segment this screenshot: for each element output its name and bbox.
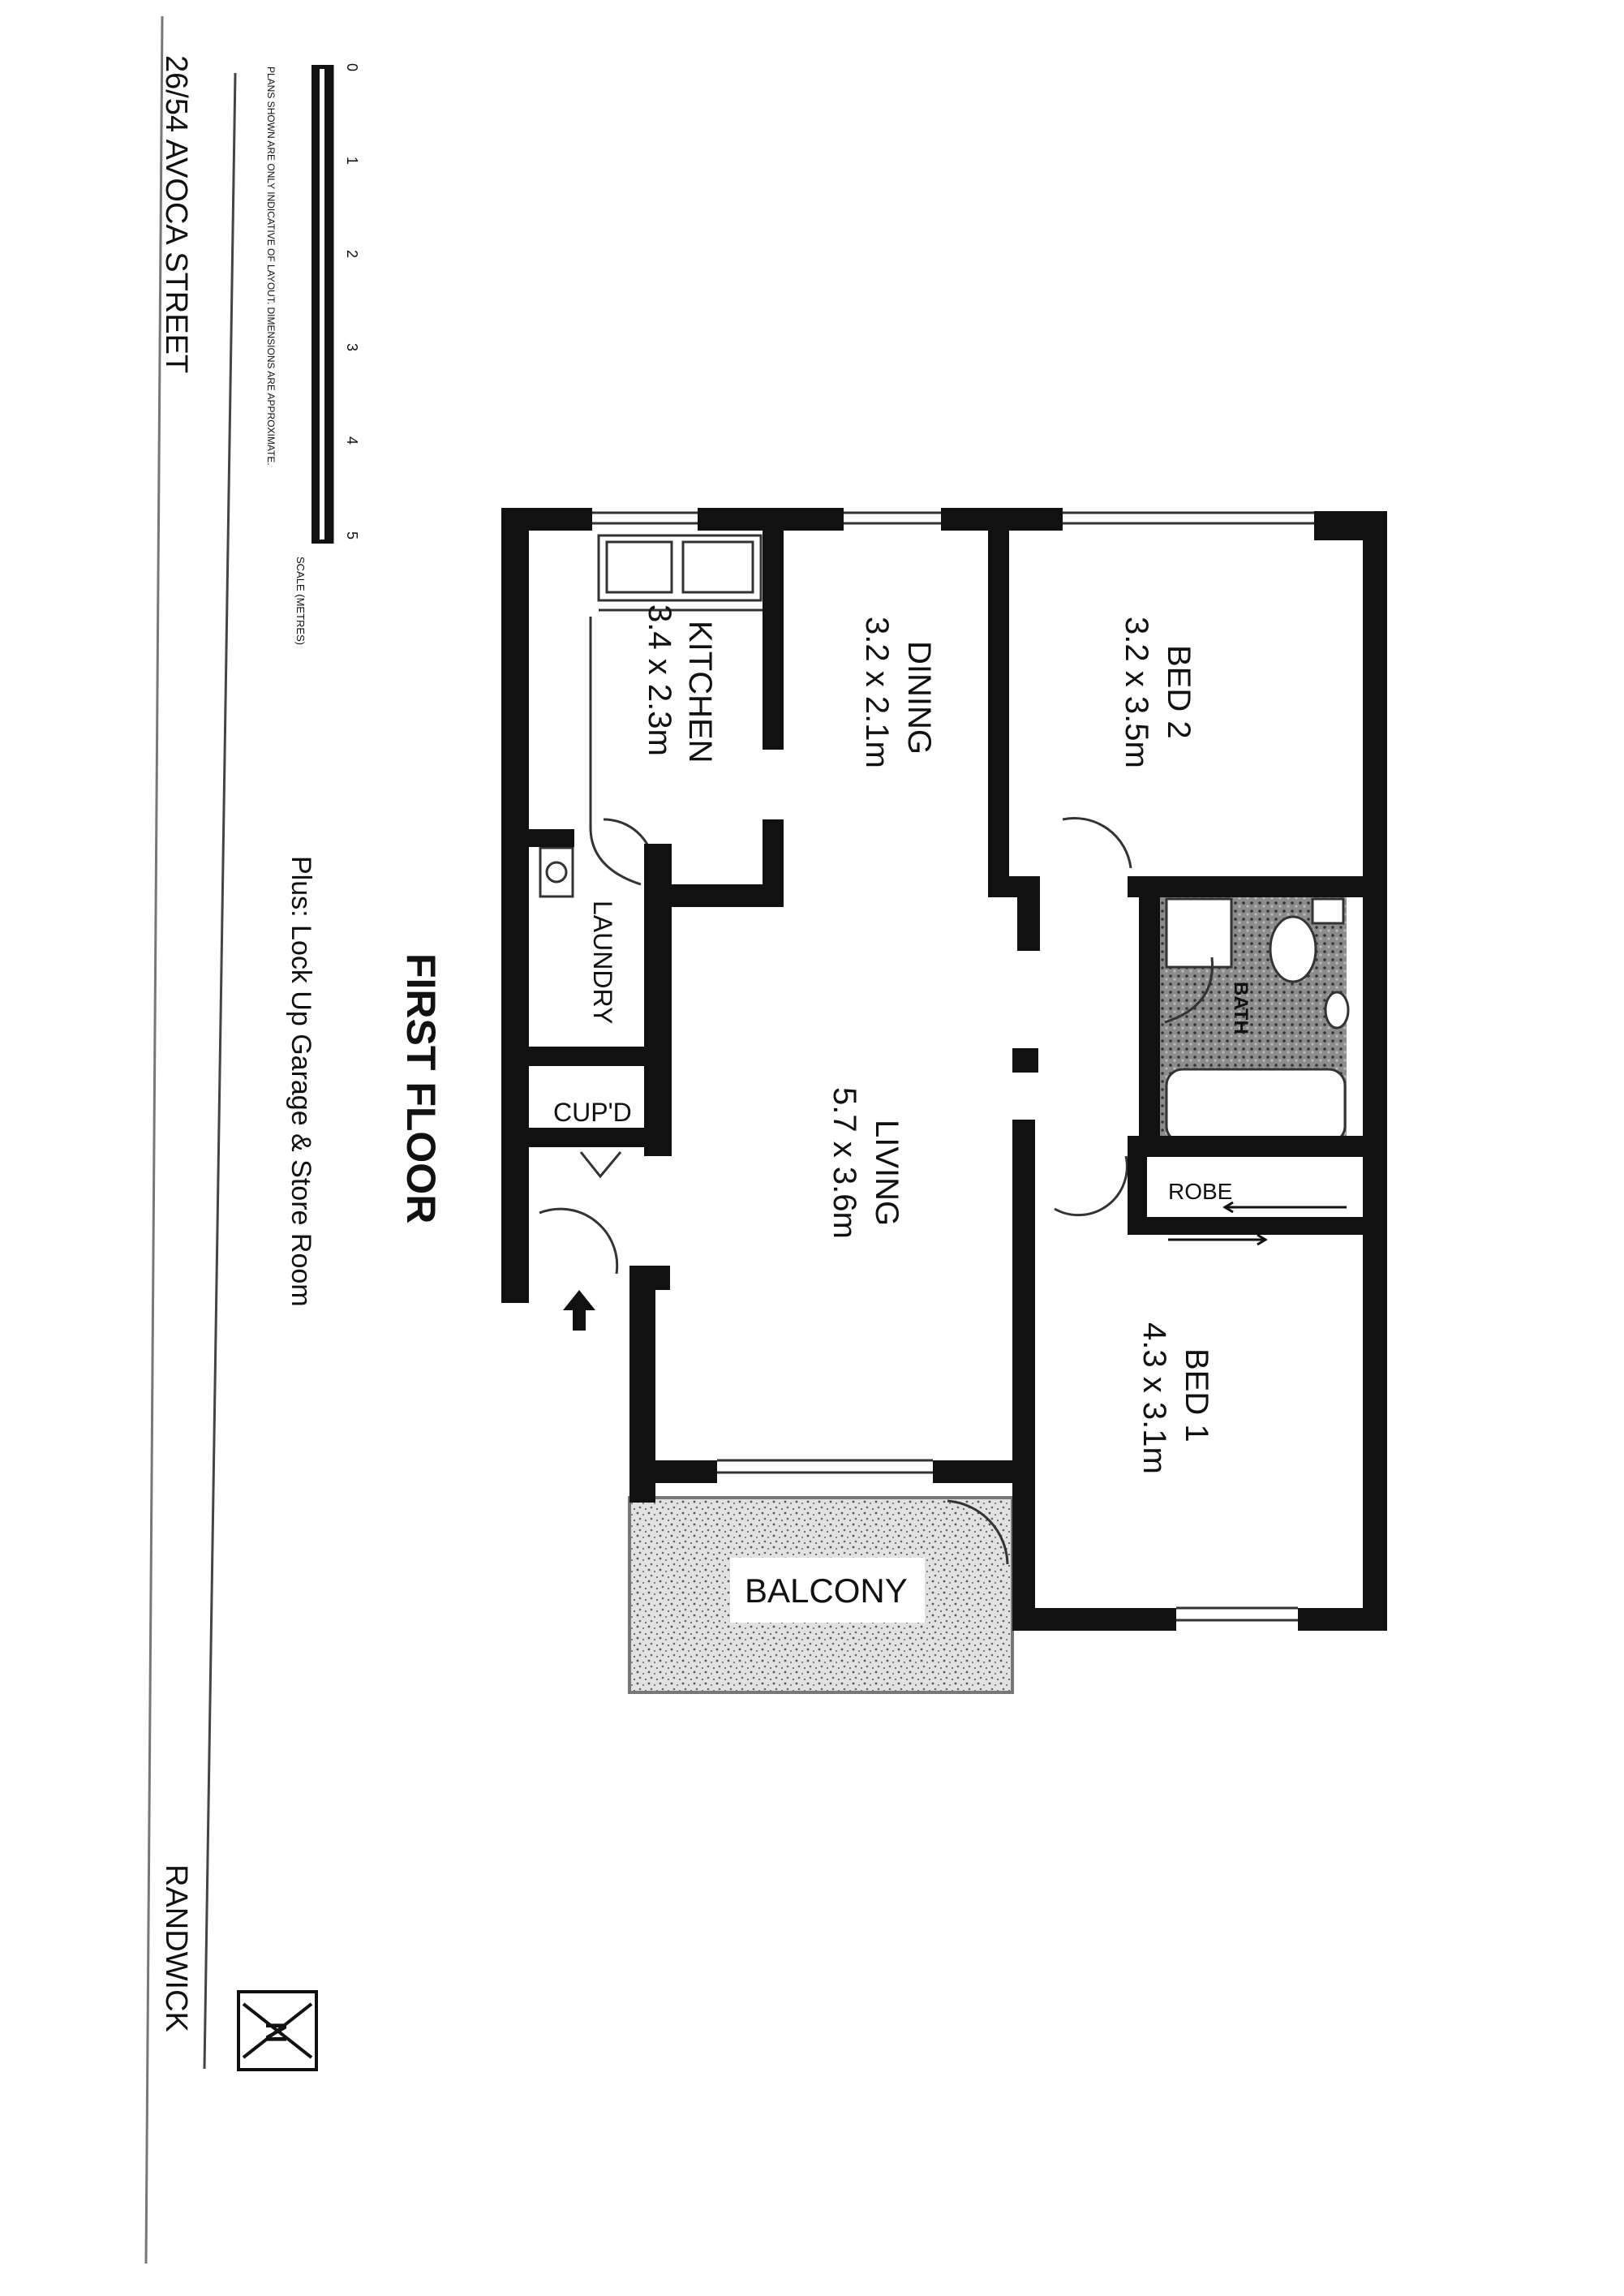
kitchen-size: 3.4 x 2.3m (642, 604, 677, 756)
bed1-name: BED 1 (1179, 1348, 1214, 1443)
laundry-tub-icon (539, 846, 574, 898)
north-icon: N (260, 2022, 293, 2043)
bath-name: BATH (1230, 982, 1252, 1034)
room-bed2: BED 2 3.2 x 3.5m (1119, 617, 1197, 768)
room-bed1: BED 1 4.3 x 3.1m (1136, 1322, 1214, 1474)
dining-size: 3.2 x 2.1m (859, 617, 895, 768)
scale-caption: SCALE (METRES) (294, 557, 307, 645)
scale-tick-5: 5 (344, 531, 360, 540)
scale-tick-4: 4 (344, 436, 360, 445)
balcony-label-box (730, 1558, 925, 1623)
door-swings (539, 816, 1132, 1565)
page-border-line (144, 15, 164, 2264)
living-name: LIVING (869, 1120, 904, 1226)
room-dining: DINING 3.2 x 2.1m (859, 617, 937, 768)
entry-arrow-icon (563, 1290, 595, 1331)
extras-text: Plus: Lock Up Garage & Store Room (286, 856, 316, 1307)
robe-sliding-doors (1168, 1201, 1347, 1246)
living-size: 5.7 x 3.6m (827, 1087, 862, 1239)
scale-tick-1: 1 (344, 157, 360, 165)
laundry-name: LAUNDRY (588, 901, 617, 1024)
kitchen-fixtures (589, 534, 766, 886)
suburb-text: RANDWICK (159, 1864, 193, 2032)
robe-name: ROBE (1168, 1179, 1232, 1204)
dining-name: DINING (901, 641, 937, 755)
kitchen-name: KITCHEN (682, 621, 718, 763)
walls (501, 508, 1387, 1631)
page-border-line-inner (203, 72, 237, 2070)
scale-tick-3: 3 (344, 343, 360, 351)
scale-bar: 0 1 2 3 4 5 SCALE (METRES) (294, 63, 360, 645)
window-lines (592, 511, 1314, 1622)
bed2-name: BED 2 (1161, 645, 1197, 739)
scale-tick-2: 2 (344, 250, 360, 258)
scale-tick-0: 0 (344, 63, 360, 71)
north-arrow: N (237, 1990, 318, 2071)
floor-label: FIRST FLOOR (398, 953, 444, 1223)
room-living: LIVING 5.7 x 3.6m (827, 1087, 904, 1239)
room-kitchen: KITCHEN 3.4 x 2.3m (642, 604, 718, 763)
address-text: 26/54 AVOCA STREET (159, 55, 193, 373)
bed1-size: 4.3 x 3.1m (1136, 1322, 1172, 1474)
cupboard-name: CUP'D (553, 1098, 632, 1127)
bed2-size: 3.2 x 3.5m (1119, 617, 1154, 768)
disclaimer-text: PLANS SHOWN ARE ONLY INDICATIVE OF LAYOU… (265, 67, 277, 466)
balcony-name: BALCONY (745, 1572, 908, 1610)
